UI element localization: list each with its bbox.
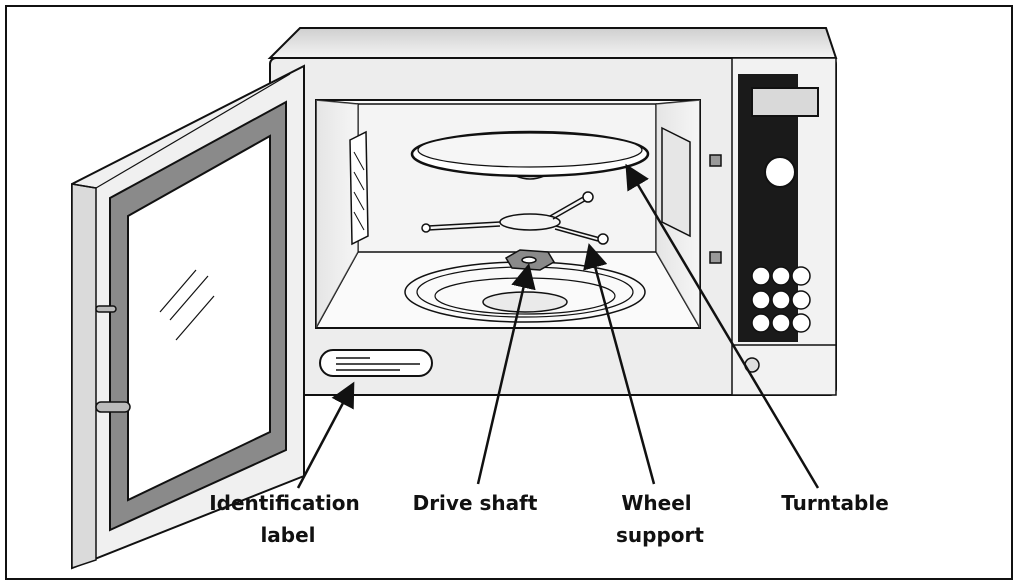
arrow-turntable <box>625 163 820 489</box>
arrow-identification-label <box>296 381 355 489</box>
left-wall-vent <box>349 130 369 246</box>
callout-drive-shaft: Drive shaft <box>413 491 538 515</box>
door-latch-upper <box>95 305 117 313</box>
latch-hole-lower <box>709 251 722 264</box>
arrow-drive-shaft <box>476 263 536 485</box>
waveguide-cover <box>661 126 691 238</box>
callout-identification-label: Identification label <box>209 491 367 547</box>
door-latch-lower <box>95 401 131 413</box>
latch-hole-upper <box>709 154 722 167</box>
turntable-tray <box>410 130 650 180</box>
dial-knob <box>764 156 796 188</box>
identification-plate <box>319 349 433 377</box>
callout-turntable: Turntable <box>781 491 889 515</box>
keypad-buttons <box>751 266 811 333</box>
callout-wheel-support: Wheel support <box>616 491 704 547</box>
wheel-support-ring <box>421 191 609 245</box>
display-window <box>751 87 819 117</box>
microwave-top <box>267 27 838 59</box>
arrow-wheel-support <box>583 243 656 485</box>
microwave-door <box>71 64 305 570</box>
